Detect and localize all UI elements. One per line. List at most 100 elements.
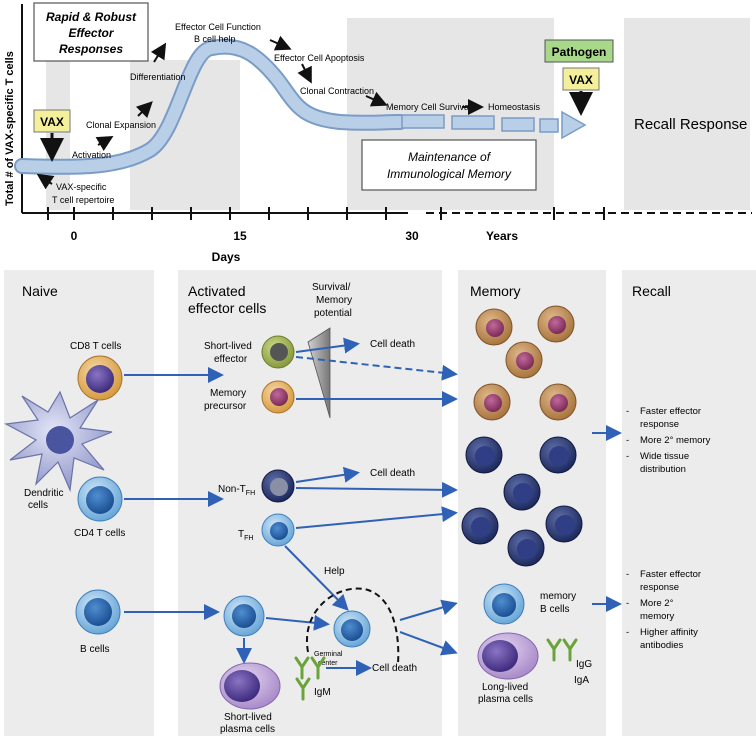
label-short-lived-plasma: plasma cells	[220, 724, 275, 735]
label-memory-b: B cells	[540, 604, 569, 615]
contraction-arrow	[365, 91, 388, 107]
tfh-sub: FH	[244, 535, 253, 542]
igg-iga-antibody-icon	[546, 638, 578, 662]
maintenance-line: Immunological Memory	[387, 167, 512, 181]
years-label: Years	[486, 229, 518, 243]
label-igg: IgG	[576, 659, 592, 670]
label-dendritic: cells	[28, 500, 48, 511]
survival-label: Memory	[316, 295, 352, 306]
b-cell-naive	[75, 589, 121, 635]
memory-cd8-cell	[473, 383, 511, 421]
x-ticks	[47, 207, 605, 220]
pathogen-badge	[544, 39, 614, 63]
short-lived-effector-cell	[261, 335, 295, 369]
memory-cd8-cell	[475, 308, 513, 346]
recall-b-list: - Faster effector response - More 2° mem…	[626, 569, 701, 651]
cd4-t-cell	[77, 476, 123, 522]
vax-label: VAX	[40, 115, 64, 129]
stage-effector-function: Effector Cell Function	[175, 22, 261, 32]
vax-badge-recall	[562, 67, 600, 91]
recall-bullet: -	[626, 598, 629, 609]
recall-item: response	[640, 582, 679, 593]
recall-bullet: -	[626, 451, 629, 462]
activation-arrow	[95, 135, 114, 151]
recall-item: Faster effector	[640, 569, 701, 580]
differentiation-arrow	[150, 42, 167, 63]
memory-dashed-tail	[401, 110, 587, 140]
germinal-center-b-cell	[333, 610, 371, 648]
stage-homeostasis: Homeostasis	[488, 102, 541, 112]
label-iga: IgA	[574, 675, 589, 686]
arrow-tfh-to-memory	[295, 506, 458, 529]
tfh-main: T	[238, 529, 244, 540]
expansion-arrow	[135, 101, 153, 119]
label-long-lived-plasma: Long-lived	[482, 682, 528, 693]
igm-antibody-icon	[294, 656, 326, 701]
function-arrow	[269, 35, 292, 51]
t-cell-curve-fill	[16, 40, 406, 173]
pathogen-label: Pathogen	[552, 45, 607, 59]
rapid-effector-line: Effector	[68, 26, 114, 40]
label-short-lived-plasma: Short-lived	[224, 712, 272, 723]
label-igm: IgM	[314, 687, 331, 698]
label-non-tfh: Non-TFH	[218, 484, 255, 497]
stage-repertoire: VAX-specific	[56, 182, 107, 192]
germinal-center-arc	[305, 587, 400, 665]
bottom-panel: Naive Activated effector cells Memory Re…	[4, 270, 756, 736]
memory-precursor-cell	[261, 380, 295, 414]
recall-bullet: -	[626, 627, 629, 638]
stage-activation: Activation	[72, 150, 111, 160]
label-help: Help	[324, 566, 345, 577]
stage-clonal-expansion: Clonal Expansion	[86, 120, 156, 130]
long-lived-plasma-cell	[477, 632, 539, 680]
arrow-effector-death	[295, 337, 360, 354]
stage-apoptosis: Effector Cell Apoptosis	[274, 53, 365, 63]
arrow-effector-to-memory-dashed	[295, 356, 458, 381]
column-header-memory: Memory	[470, 283, 521, 299]
label-cell-death-2: Cell death	[370, 468, 415, 479]
stage-differentiation: Differentiation	[130, 72, 185, 82]
memory-b-cell	[483, 583, 525, 625]
label-cd4: CD4 T cells	[74, 528, 125, 539]
column-header-recall: Recall	[632, 283, 671, 299]
recall-item: distribution	[640, 464, 686, 475]
label-cd8: CD8 T cells	[70, 341, 121, 352]
non-tfh-cell	[261, 469, 295, 503]
recall-item: Wide tissue	[640, 451, 689, 462]
memory-cd8-cell	[505, 341, 543, 379]
label-memory-precursor: precursor	[204, 401, 247, 412]
arrow-nontfh-death	[295, 466, 360, 483]
memory-cd4-cell	[507, 529, 545, 567]
y-axis-label: Total # of VAX-specific T cells	[4, 51, 16, 206]
recall-response-label: Recall Response	[634, 116, 747, 133]
x-tick-label: 0	[71, 229, 78, 243]
column-header-activated: Activated	[188, 283, 246, 299]
maintenance-box	[361, 139, 537, 191]
memory-cd4-cell	[461, 507, 499, 545]
rapid-effector-line: Rapid & Robust	[46, 10, 137, 24]
survival-label: potential	[314, 308, 352, 319]
memory-cd4-cell	[545, 505, 583, 543]
short-lived-plasma-cell	[219, 662, 281, 710]
maintenance-line: Maintenance of	[408, 150, 492, 164]
label-dendritic: Dendritic	[24, 488, 63, 499]
x-tick-label: 15	[233, 229, 247, 243]
rapid-effector-box	[33, 2, 149, 62]
label-memory-b: memory	[540, 591, 576, 602]
memory-cd4-cell	[503, 473, 541, 511]
dendritic-cell	[4, 390, 113, 493]
label-bcells: B cells	[80, 644, 109, 655]
label-short-lived-effector: Short-lived	[204, 341, 252, 352]
cd8-t-cell	[77, 355, 123, 401]
recall-item: More 2° memory	[640, 435, 711, 446]
non-tfh-main: Non-T	[218, 484, 246, 495]
x-tick-label: 30	[405, 229, 419, 243]
stage-clonal-contraction: Clonal Contraction	[300, 86, 374, 96]
recall-item: antibodies	[640, 640, 684, 651]
recall-bullet: -	[626, 406, 629, 417]
x-axis-label: Days	[212, 250, 241, 264]
non-tfh-sub: FH	[246, 490, 255, 497]
arrow-gc-to-memory-b	[399, 599, 458, 621]
label-cell-death-3: Cell death	[372, 663, 417, 674]
label-germinal-center: center	[318, 660, 338, 667]
